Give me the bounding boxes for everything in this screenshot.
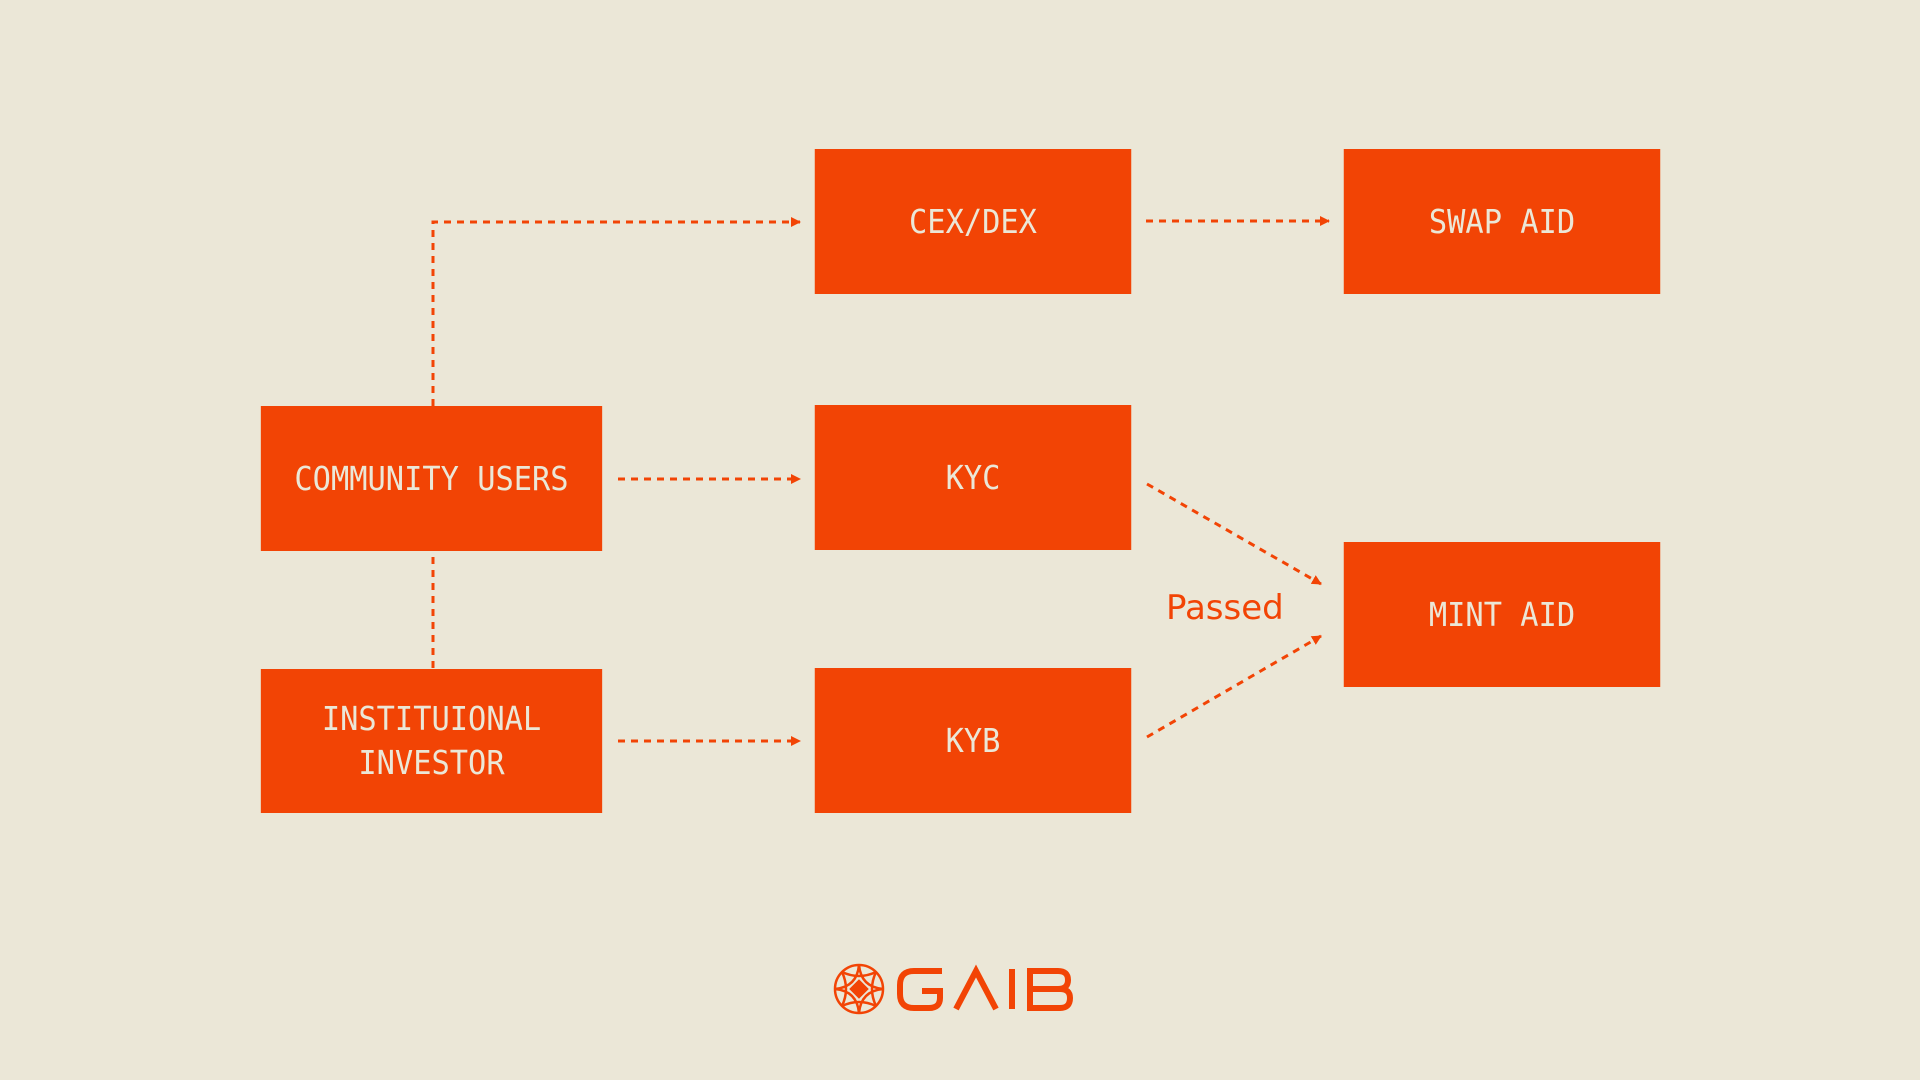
node-mint-aid: MINT AID: [1343, 542, 1661, 687]
edge-community-cexdex: [431, 217, 801, 406]
node-label: COMMUNITY USERS: [294, 458, 569, 498]
node-label: SWAP AID: [1428, 201, 1576, 241]
node-swap-aid: SWAP AID: [1343, 149, 1661, 294]
gaib-emblem-icon: [833, 963, 885, 1015]
edge-kyc-mint: [1146, 482, 1322, 586]
gaib-logo: [833, 963, 1074, 1015]
node-label: KYC: [945, 457, 1001, 497]
node-label: CEX/DEX: [909, 201, 1037, 241]
edge-kyb-mint: [1146, 634, 1322, 739]
node-kyb: KYB: [814, 668, 1132, 813]
node-cex-dex: CEX/DEX: [814, 149, 1132, 294]
gaib-wordmark: [897, 964, 1074, 1011]
node-label: KYB: [945, 720, 1001, 760]
node-label: MINT AID: [1428, 594, 1576, 634]
edge-label-passed: Passed: [1166, 588, 1284, 628]
node-community-users: COMMUNITY USERS: [260, 406, 603, 551]
node-label: INSTITUIONAL INVESTOR: [321, 699, 542, 782]
node-institutional-investor: INSTITUIONAL INVESTOR: [260, 669, 603, 813]
node-kyc: KYC: [814, 405, 1132, 550]
